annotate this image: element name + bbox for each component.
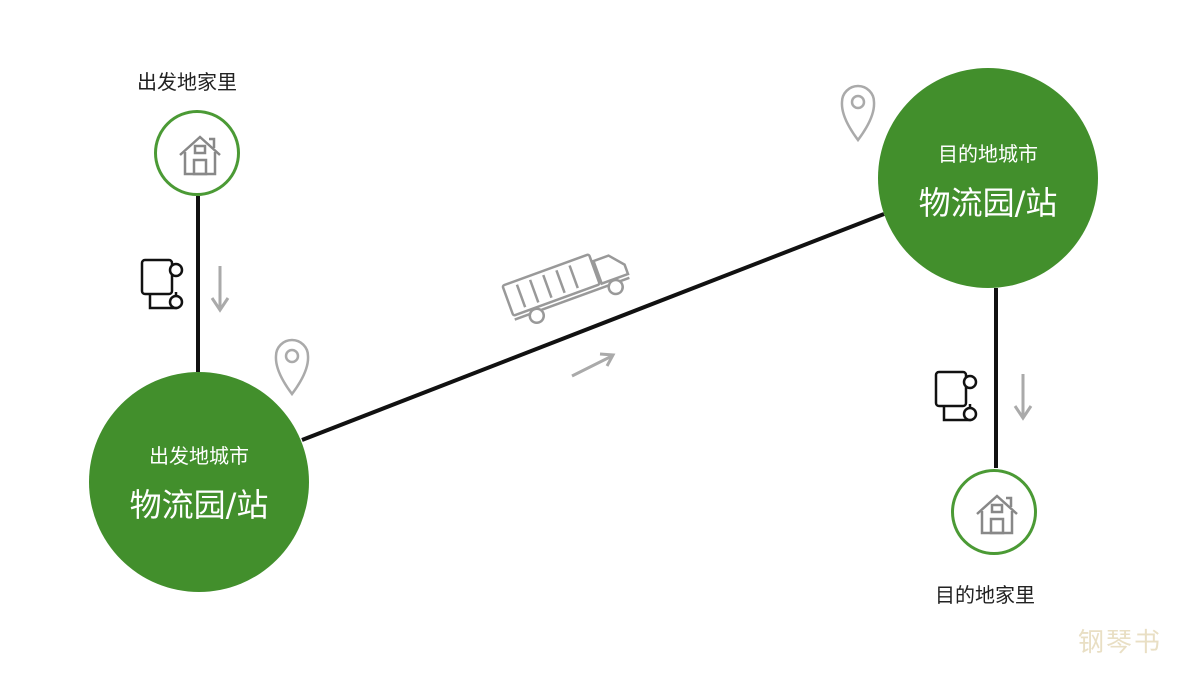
- watermark: 钢琴书: [1077, 628, 1162, 658]
- dest-home-node: [951, 469, 1037, 555]
- line-hub-to-hub: [301, 212, 885, 442]
- house-icon: [179, 135, 221, 176]
- dest-hub-station: 物流园/站: [918, 184, 1058, 222]
- origin-hub-node: 出发地城市 物流园/站: [89, 372, 309, 592]
- dest-home-label: 目的地家里: [935, 583, 1035, 607]
- dest-hub-node: 目的地城市 物流园/站: [878, 68, 1098, 288]
- location-pin-icon: [274, 338, 310, 397]
- dest-hub-city: 目的地城市: [938, 142, 1038, 166]
- origin-hub-city: 出发地城市: [149, 444, 249, 468]
- origin-home-node: [154, 110, 240, 196]
- arrow-icon: [571, 352, 616, 378]
- origin-home-label: 出发地家里: [137, 70, 237, 94]
- cargo-truck-icon: [501, 253, 630, 325]
- delivery-van-icon: [934, 370, 978, 422]
- delivery-van-icon: [140, 258, 184, 310]
- house-icon: [976, 494, 1018, 535]
- arrow-icon: [1013, 374, 1033, 421]
- location-pin-icon: [840, 84, 876, 143]
- arrow-icon: [210, 266, 230, 313]
- origin-hub-station: 物流园/站: [129, 486, 269, 524]
